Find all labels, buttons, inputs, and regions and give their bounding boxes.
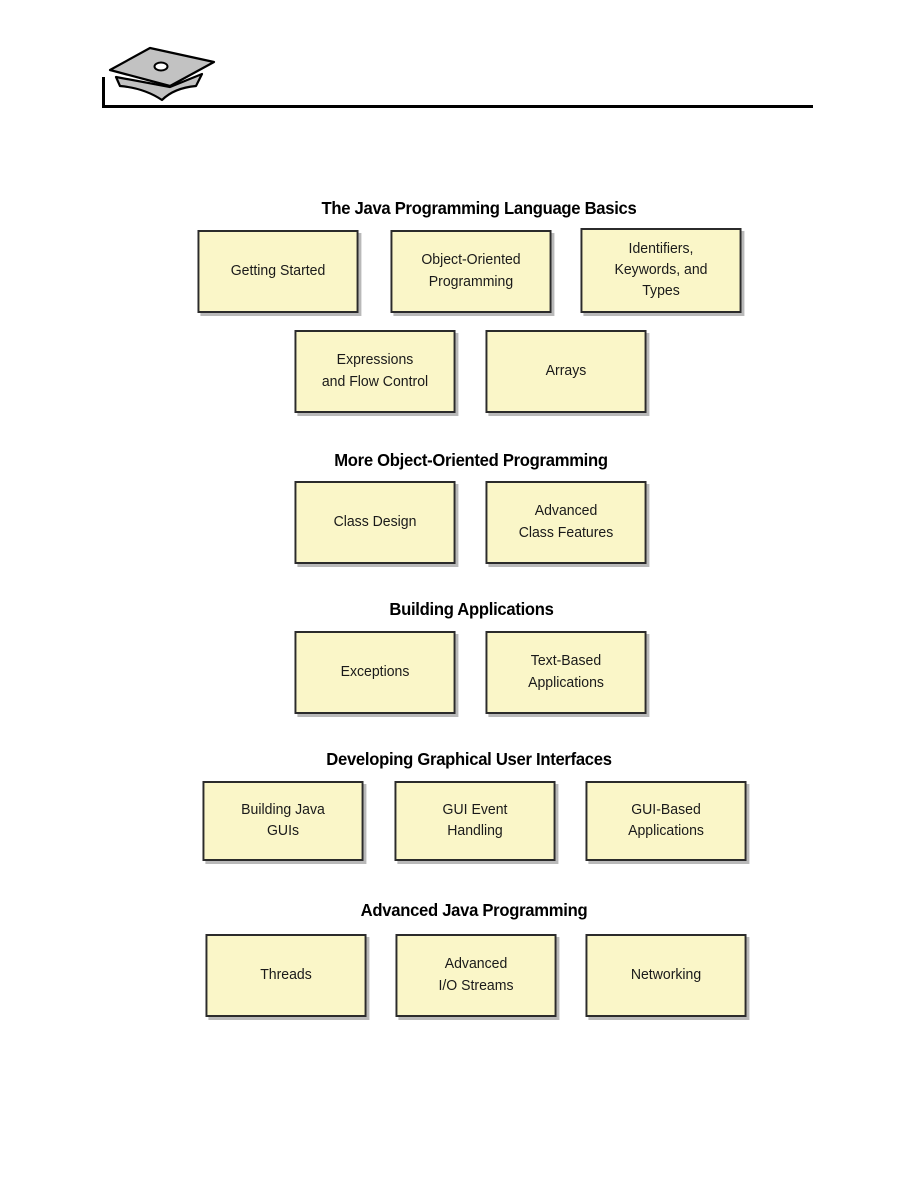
module-box-label: Advanced I/O Streams <box>438 956 514 994</box>
module-box-identifiers-keywords-and-types[interactable]: Identifiers, Keywords, and Types <box>580 228 742 313</box>
section-title-advanced-java-programming: Advanced Java Programming <box>360 900 588 920</box>
module-box-threads[interactable]: Threads <box>205 934 367 1017</box>
module-box-label: Identifiers, Keywords, and Types <box>614 240 708 299</box>
page-header <box>0 0 918 120</box>
module-box-networking[interactable]: Networking <box>585 934 747 1017</box>
section-title-developing-graphical-user-interfaces: Developing Graphical User Interfaces <box>326 749 612 769</box>
module-box-text-based-applications[interactable]: Text-Based Applications <box>485 631 647 714</box>
header-vertical-bar <box>102 77 105 108</box>
module-box-label: Getting Started <box>230 262 326 279</box>
module-box-label: Advanced Class Features <box>518 503 614 541</box>
section-title-building-applications: Building Applications <box>389 599 554 619</box>
module-box-label: Text-Based Applications <box>528 653 604 691</box>
module-box-object-oriented-programming[interactable]: Object-Oriented Programming <box>390 230 552 313</box>
module-box-arrays[interactable]: Arrays <box>485 330 647 413</box>
module-box-building-java-guis[interactable]: Building Java GUIs <box>202 781 364 861</box>
graduation-cap-icon <box>108 46 216 102</box>
module-box-label: GUI-Based Applications <box>628 801 704 839</box>
module-box-label: Class Design <box>333 513 417 530</box>
module-box-expressions-and-flow-control[interactable]: Expressions and Flow Control <box>294 330 456 413</box>
module-box-label: Expressions and Flow Control <box>321 352 429 390</box>
module-box-label: Exceptions <box>340 663 410 680</box>
module-box-label: Object-Oriented Programming <box>421 252 521 290</box>
module-box-label: Threads <box>260 966 312 983</box>
section-title-more-object-oriented-programming: More Object-Oriented Programming <box>334 450 608 470</box>
header-horizontal-rule <box>102 105 813 108</box>
module-box-label: Building Java GUIs <box>241 801 325 839</box>
section-title-the-java-programming-language-basics: The Java Programming Language Basics <box>321 198 637 218</box>
module-box-label: Arrays <box>545 362 587 379</box>
module-box-getting-started[interactable]: Getting Started <box>197 230 359 313</box>
module-box-exceptions[interactable]: Exceptions <box>294 631 456 714</box>
module-box-class-design[interactable]: Class Design <box>294 481 456 564</box>
module-box-gui-event-handling[interactable]: GUI Event Handling <box>394 781 556 861</box>
module-box-label: Networking <box>630 966 702 983</box>
module-box-label: GUI Event Handling <box>442 801 508 839</box>
module-box-gui-based-applications[interactable]: GUI-Based Applications <box>585 781 747 861</box>
module-box-advanced-i-o-streams[interactable]: Advanced I/O Streams <box>395 934 557 1017</box>
module-box-advanced-class-features[interactable]: Advanced Class Features <box>485 481 647 564</box>
